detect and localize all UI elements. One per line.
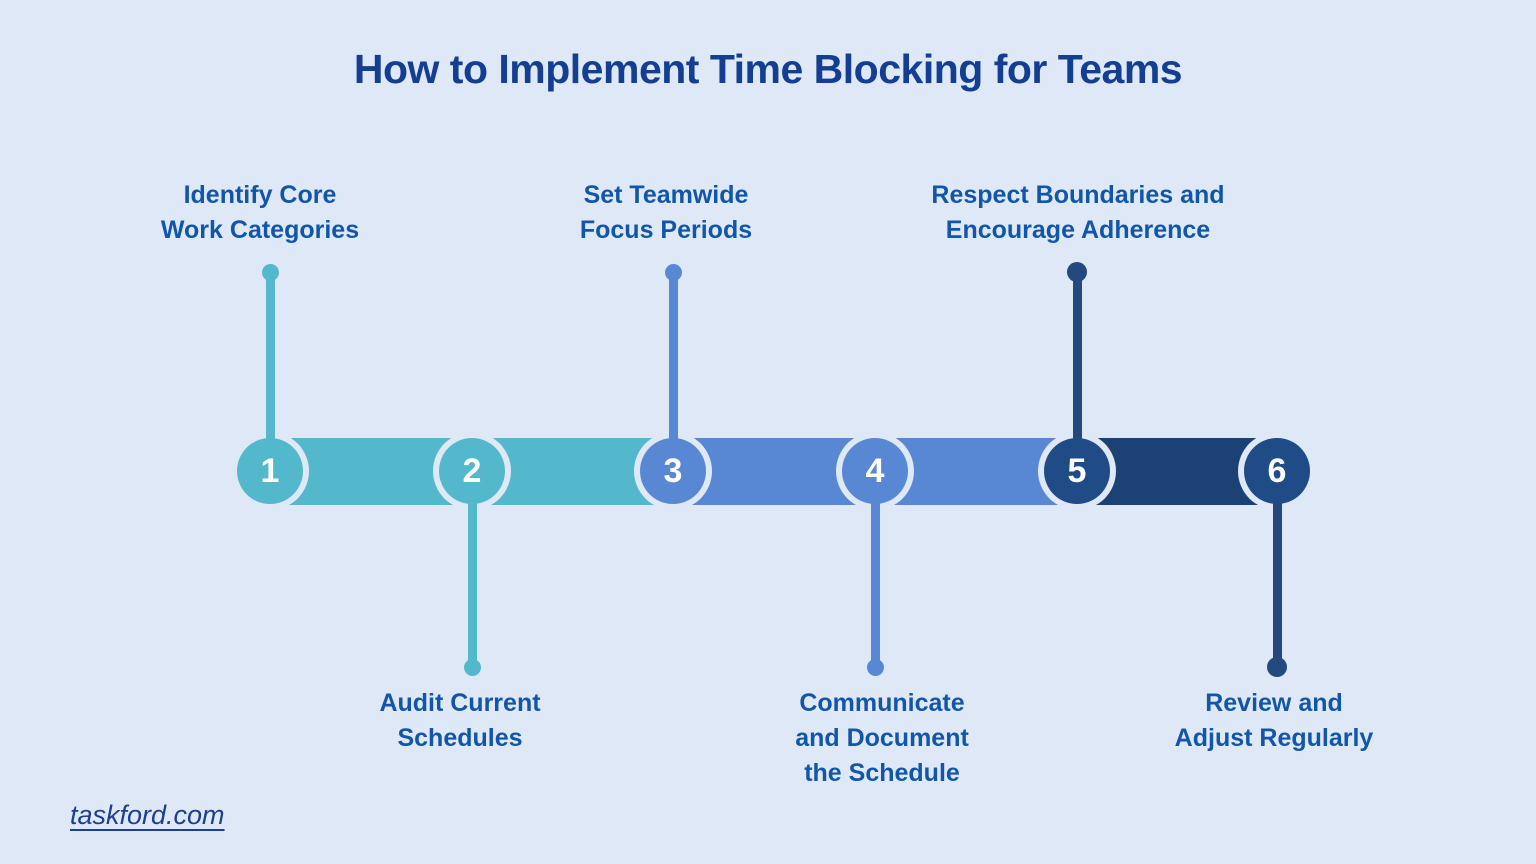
step-number: 3 bbox=[663, 451, 683, 490]
connector-line bbox=[1072, 272, 1082, 471]
connector-line bbox=[265, 272, 275, 471]
step-number: 5 bbox=[1067, 451, 1087, 490]
step-circle: 1 bbox=[237, 438, 303, 504]
step-number: 4 bbox=[865, 451, 885, 490]
step-number: 2 bbox=[462, 451, 482, 490]
step-number: 1 bbox=[260, 451, 280, 490]
step-label: Set Teamwide Focus Periods bbox=[579, 181, 753, 244]
connector-dot bbox=[463, 658, 481, 676]
footer-link[interactable]: taskford.com bbox=[70, 800, 225, 830]
step-label: Review and Adjust Regularly bbox=[1174, 689, 1374, 752]
connector-dot bbox=[1067, 262, 1087, 282]
step-circle: 5 bbox=[1044, 438, 1110, 504]
step-circle: 3 bbox=[640, 438, 706, 504]
connector-dot bbox=[664, 263, 682, 281]
connector-dot bbox=[261, 263, 279, 281]
connector-line bbox=[467, 471, 477, 667]
step-label: Communicate and Document the Schedule bbox=[795, 689, 969, 787]
connector-dot bbox=[1267, 657, 1287, 677]
connector-line bbox=[870, 471, 880, 667]
step-label: Audit Current Schedules bbox=[379, 689, 541, 752]
connector-line bbox=[1272, 471, 1282, 667]
step-label: Respect Boundaries and Encourage Adheren… bbox=[931, 181, 1225, 244]
step-label: Identify Core Work Categories bbox=[160, 181, 360, 244]
connector-dot bbox=[866, 658, 884, 676]
connector-line bbox=[668, 272, 678, 471]
page-title: How to Implement Time Blocking for Teams bbox=[353, 46, 1183, 92]
step-circle: 6 bbox=[1244, 438, 1310, 504]
step-number: 6 bbox=[1267, 451, 1287, 490]
step-circle: 4 bbox=[842, 438, 908, 504]
step-circle: 2 bbox=[439, 438, 505, 504]
